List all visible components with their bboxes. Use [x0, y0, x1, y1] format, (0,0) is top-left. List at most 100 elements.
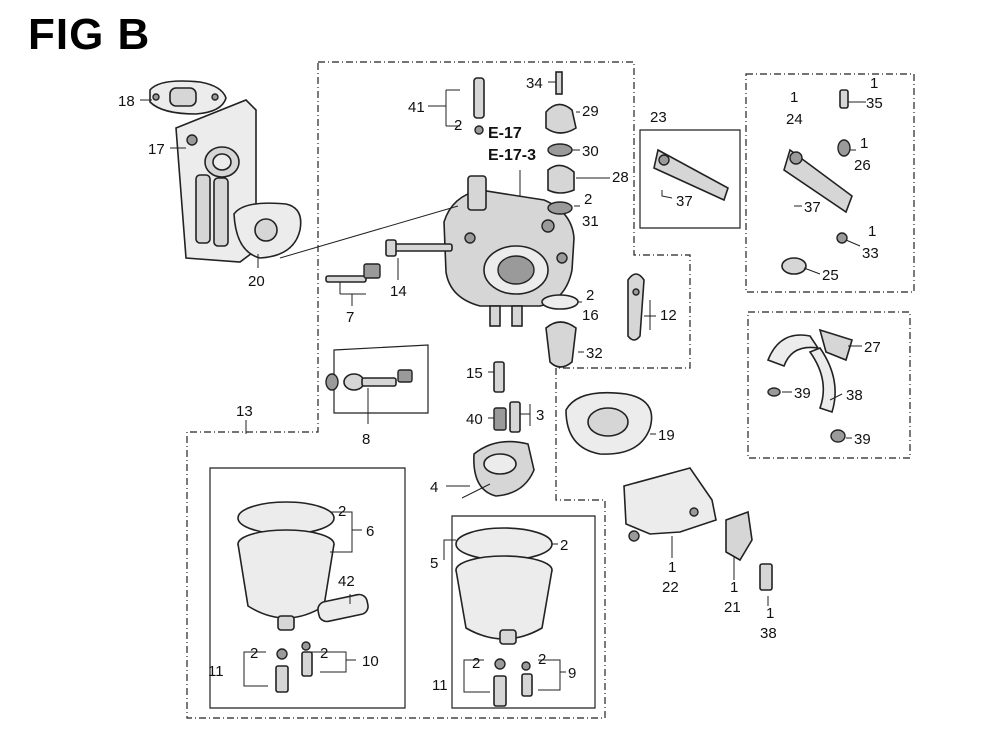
main-nozzle-15: [493, 361, 505, 393]
label-20: 20: [248, 273, 265, 290]
label-23: 23: [650, 109, 667, 126]
label-1-g: 1: [766, 605, 774, 622]
label-39-a: 39: [794, 385, 811, 402]
label-4: 4: [430, 479, 438, 496]
label-6: 6: [366, 523, 374, 540]
label-37-a: 37: [676, 193, 693, 210]
label-39-b: 39: [854, 431, 871, 448]
label-33: 33: [862, 245, 879, 262]
part-labels: 18 17 20 14 7 8 13 41 2 E-17 E-17-3 34 2…: [118, 75, 883, 694]
set-plate-29: [545, 103, 577, 134]
bolt-11-center: [493, 658, 507, 707]
choke-rod-23: [653, 148, 729, 202]
figure-title: FIG B: [28, 10, 151, 59]
gasket-19: [565, 391, 653, 455]
label-24: 24: [786, 111, 803, 128]
leader-lines: [140, 81, 866, 693]
o-ring-30: [547, 143, 573, 157]
clip-12: [627, 273, 645, 341]
float-chamber-gasket-16: [541, 294, 579, 310]
label-1-d: 1: [868, 223, 876, 240]
label-38-a: 38: [846, 387, 863, 404]
label-9: 9: [568, 665, 576, 682]
carburetor-body: [443, 175, 575, 327]
label-16: 16: [582, 307, 599, 324]
label-11-b: 11: [432, 677, 448, 694]
cap-28: [547, 164, 575, 194]
gasket-20: [233, 202, 302, 259]
fuel-tube-group-box: [747, 311, 911, 459]
label-35: 35: [866, 95, 883, 112]
o-ring-31: [547, 201, 573, 215]
label-14: 14: [390, 283, 407, 300]
label-17: 17: [148, 141, 165, 158]
label-2-i: 2: [538, 651, 546, 668]
label-12: 12: [660, 307, 677, 324]
label-3: 3: [536, 407, 544, 424]
label-8: 8: [362, 431, 370, 448]
label-21: 21: [724, 599, 741, 616]
choke-kit-box-23: [639, 129, 741, 229]
float-4: [461, 440, 535, 499]
label-2-g: 2: [560, 537, 568, 554]
label-28: 28: [612, 169, 629, 186]
label-26: 26: [854, 157, 871, 174]
label-2-f: 2: [320, 645, 328, 662]
label-10: 10: [362, 653, 379, 670]
tube-38: [808, 347, 836, 414]
label-18: 18: [118, 93, 135, 110]
float-chamber-5: [455, 527, 553, 645]
label-2-a: 2: [454, 117, 462, 134]
label-27: 27: [864, 339, 881, 356]
pilot-screw-set-7: [325, 263, 381, 283]
label-1-a: 1: [790, 89, 798, 106]
spring-26: [837, 139, 851, 157]
screw-set-8: [325, 369, 413, 391]
label-30: 30: [582, 143, 599, 160]
reference-e17: E-17: [488, 125, 522, 142]
needle-valve-3: [509, 401, 521, 433]
main-assembly-outline: [186, 61, 691, 719]
main-jet-40: [493, 407, 507, 431]
label-34: 34: [526, 75, 543, 92]
drain-cap-42: [317, 593, 369, 623]
label-2-c: 2: [586, 287, 594, 304]
label-1-c: 1: [860, 135, 868, 152]
float-chamber-6: [237, 501, 335, 631]
choke-lever-24: [783, 148, 853, 214]
label-32: 32: [586, 345, 603, 362]
label-1-e: 1: [668, 559, 676, 576]
label-13: 13: [236, 403, 253, 420]
label-29: 29: [582, 103, 599, 120]
label-1-f: 1: [730, 579, 738, 596]
label-11-a: 11: [208, 663, 224, 680]
label-36: 38: [760, 625, 777, 642]
label-19: 19: [658, 427, 675, 444]
screw-35: [839, 89, 849, 109]
drain-bowl-kit-box-6: [209, 467, 406, 709]
label-22: 22: [662, 579, 679, 596]
throttle-stop-screw-14: [385, 239, 453, 257]
screw-34: [555, 71, 563, 95]
label-7: 7: [346, 309, 354, 326]
label-2-e: 2: [250, 645, 258, 662]
drain-screw-10: [301, 641, 313, 677]
label-15: 15: [466, 365, 483, 382]
clip-39: [767, 387, 846, 443]
fuel-tube-27: [766, 328, 853, 368]
label-2-b: 2: [584, 191, 592, 208]
label-41: 41: [408, 99, 425, 116]
screw-set-box-8: [333, 344, 429, 414]
spring-25: [781, 257, 807, 275]
clamp-21: [725, 510, 753, 562]
label-2-h: 2: [472, 655, 480, 672]
reference-e17-3: E-17-3: [488, 147, 536, 164]
bolt-11-left: [275, 648, 289, 693]
label-31: 31: [582, 213, 599, 230]
label-2-d: 2: [338, 503, 346, 520]
screw-41: [473, 77, 485, 135]
label-37-b: 37: [804, 199, 821, 216]
nut-33: [836, 232, 848, 244]
drain-cup-32: [545, 321, 577, 368]
